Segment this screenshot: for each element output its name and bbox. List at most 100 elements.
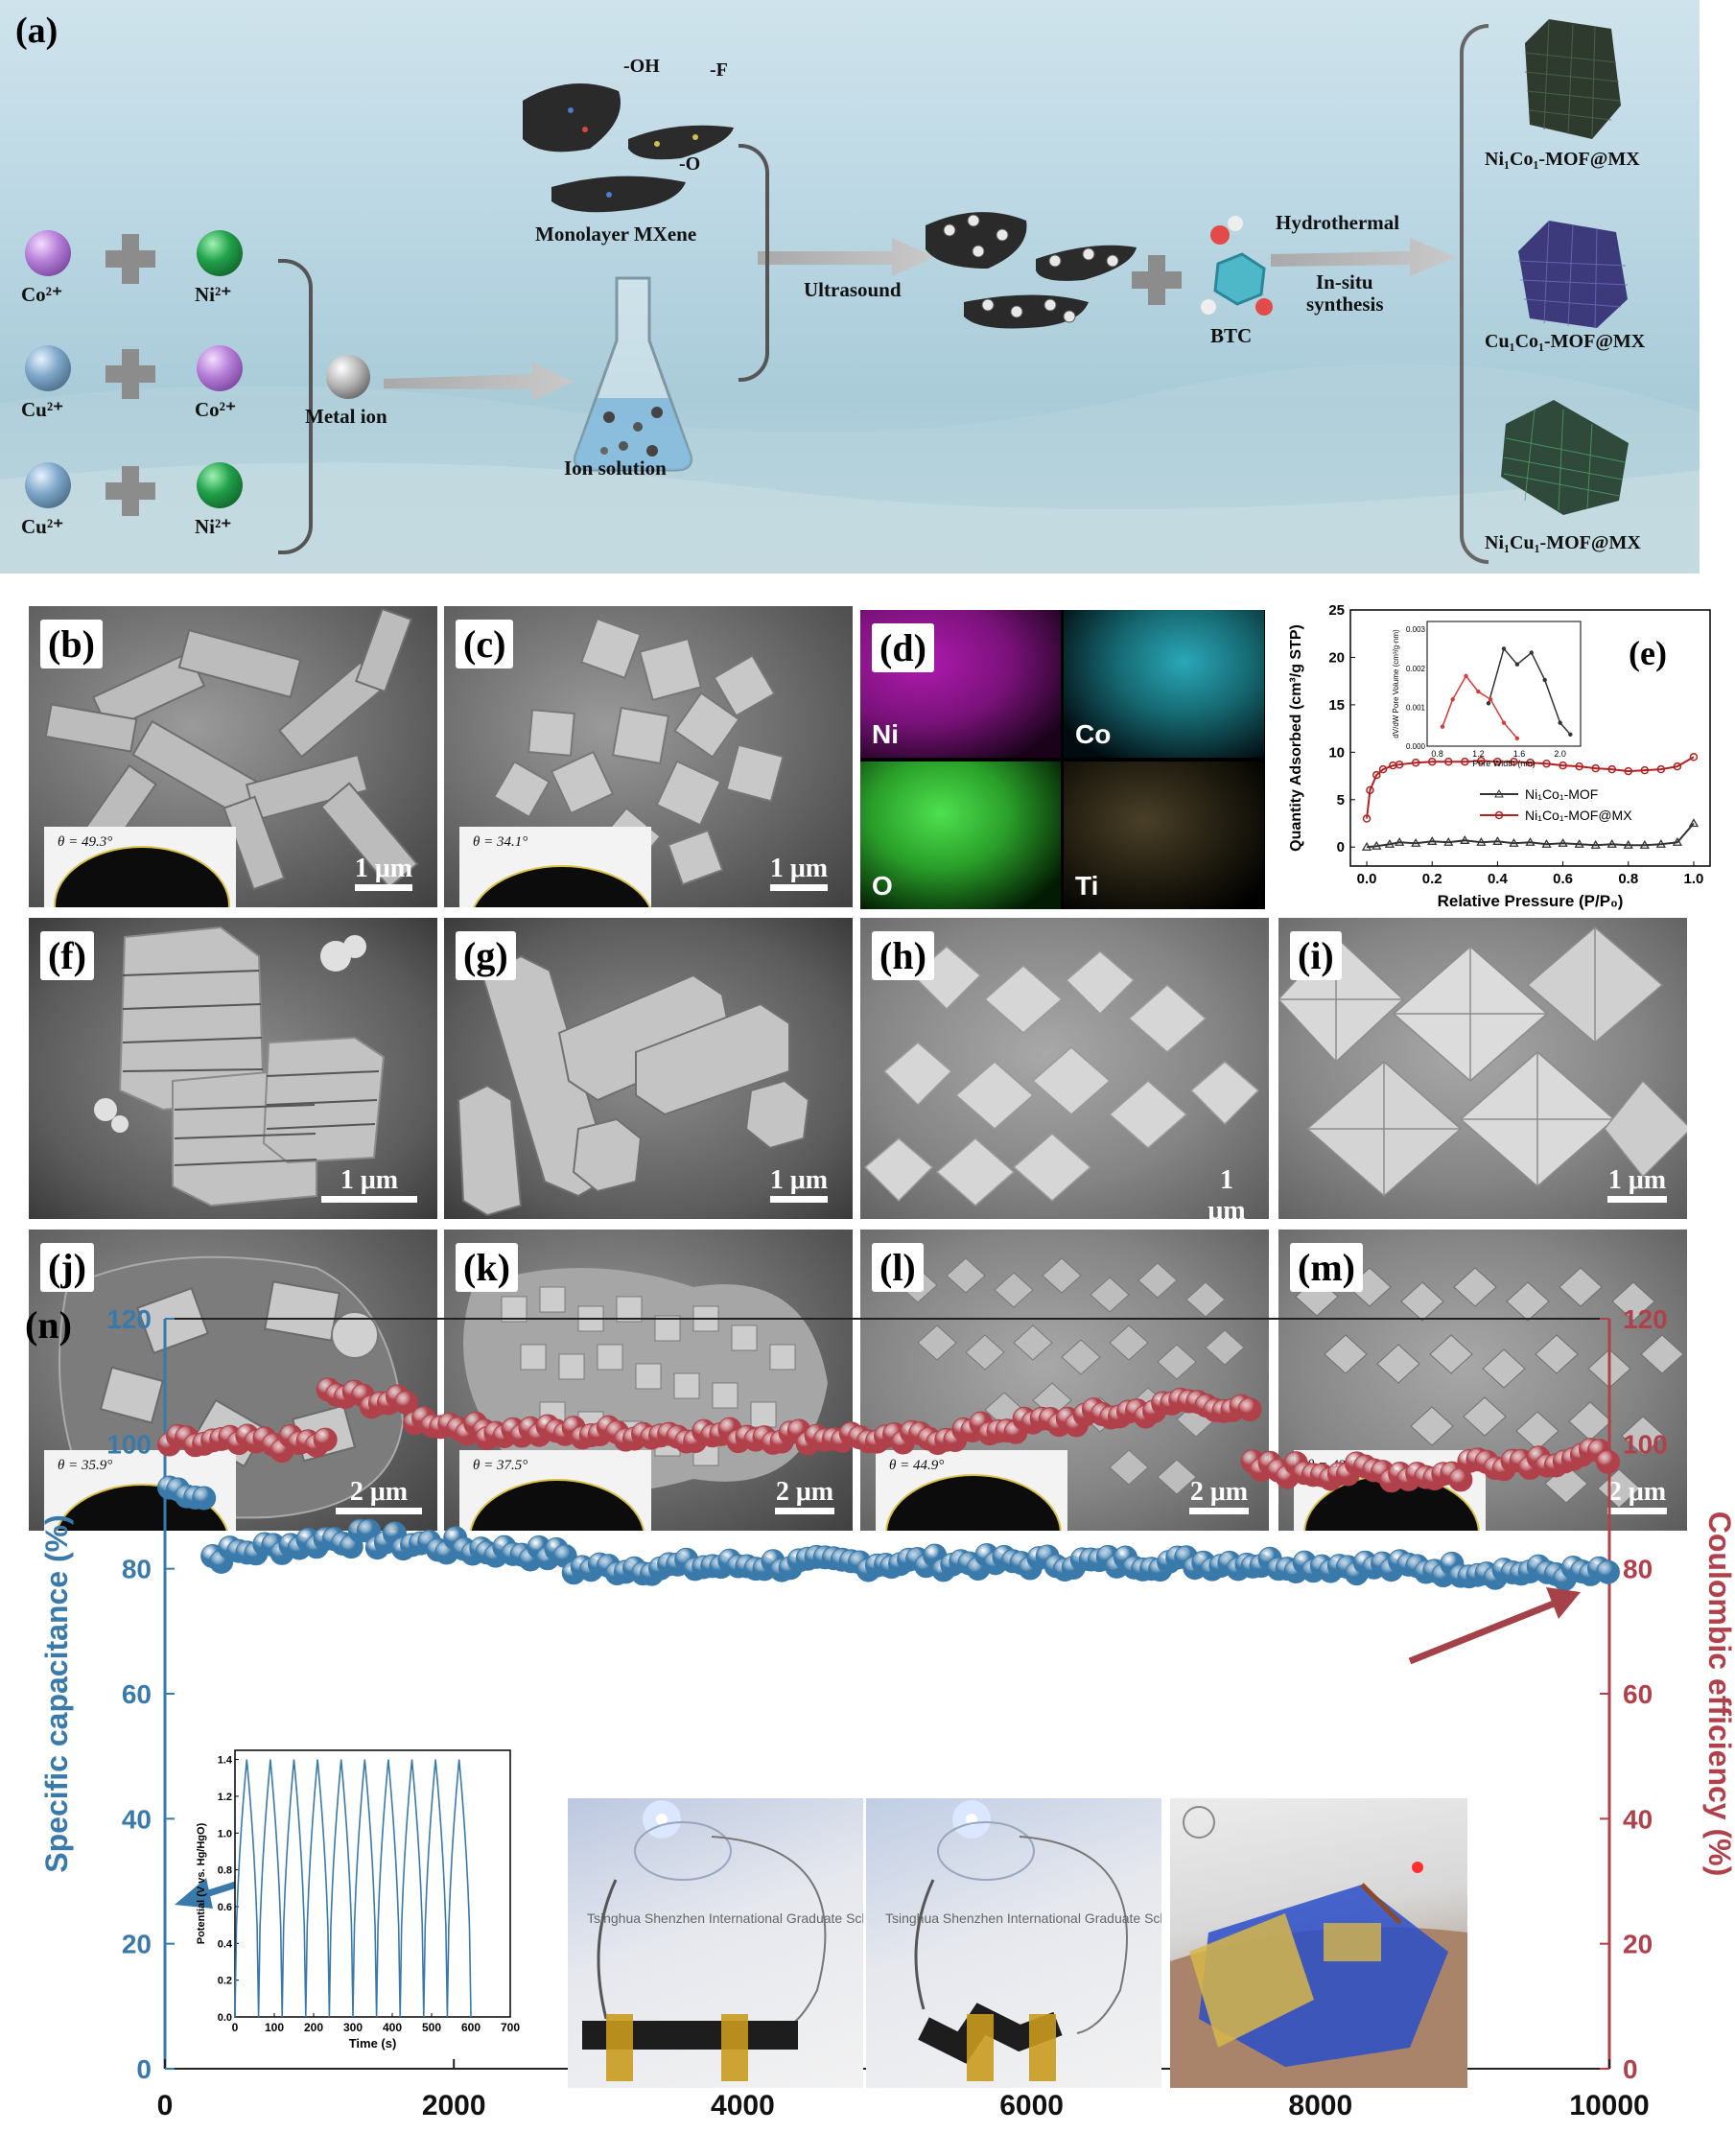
data-point [1526,758,1535,767]
data-point [1411,837,1421,847]
sem-image-l: (l) θ = 44.9° 2 μm [860,1230,1269,1531]
panel-label-e: (e) [1621,631,1675,675]
flask-icon [574,276,692,472]
inset-data-point [1486,701,1491,706]
x-tick-label: 4000 [711,2090,775,2121]
x-tick-label: 0 [157,2090,174,2121]
panel-label-a: (a) [15,11,59,51]
mxene-brace [739,144,769,382]
sem-image-c: (c) θ = 34.1° 1 μm [444,606,853,907]
device-photo-3-drawing [1170,1806,1467,2088]
co-ion-ball [25,230,71,276]
scale-bar: 1 μm [1603,1165,1672,1203]
product-label-cuco: Cu₁Co₁-MOF@MX [1485,331,1646,352]
eds-map-co: Co [1064,610,1264,758]
arrow-hydrothermal [1271,238,1456,276]
product-label-nico: Ni₁Co₁-MOF@MX [1485,149,1640,170]
data-point [1443,836,1454,846]
legend-label: Ni₁Co₁-MOF@MX [1525,808,1632,823]
eds-map-ti: Ti [1064,762,1264,909]
data-point [1362,814,1372,823]
left-y-tick-label: 60 [122,1679,152,1709]
sem-image-i: (i) 1 μm [1278,918,1687,1219]
data-point [1427,757,1437,766]
sem-hex-rods [457,954,810,1217]
droplet [469,865,651,907]
o-group-label: -O [679,153,701,175]
data-point [1624,766,1633,776]
data-point [1493,757,1502,766]
contact-angle-inset: θ = 37.5° [459,1450,651,1531]
contact-angle-value: θ = 37.5° [473,1458,528,1473]
ultrasound-label: Ultrasound [804,278,902,301]
data-point [1655,838,1666,848]
inset-y-tick-label: 0.0 [218,2012,232,2024]
data-point [1525,836,1536,846]
device-photo-1-drawing: Tsinghua Shenzhen International Graduate… [582,1800,863,2081]
data-point [1623,839,1633,849]
sem-image-h: (h) 1 μm [860,918,1269,1219]
inset-frame [1426,621,1582,747]
data-point [1427,835,1438,845]
y-tick-label: 0 [1337,839,1345,855]
metal-ion-label: Metal ion [305,405,387,428]
sem-image-b: (b) θ = 49.3° 1 μm [29,606,437,907]
data-point [1639,839,1650,849]
data-point [1510,757,1518,766]
scale-bar-label: 2 μm [1607,1477,1667,1507]
legend-marker [1494,810,1504,820]
ni-ion-label: Ni²⁺ [195,515,232,538]
x-axis-label: Relative Pressure (P/P₀) [1438,892,1624,910]
x-tick-label: 2000 [422,2090,486,2121]
scale-bar-label: 1 μm [1207,1165,1246,1219]
sem-image-f: (f) 1 μm [29,918,437,1219]
x-tick-label: 0.0 [1357,871,1377,887]
arrow-ultrasound [758,238,935,276]
data-point [1558,837,1568,847]
ni-ion-ball [197,230,243,276]
scale-bar-label: 2 μm [1189,1477,1249,1507]
left-y-tick-label: 80 [122,1555,152,1584]
data-point [394,1390,419,1415]
hydrothermal-label: Hydrothermal [1276,211,1400,234]
scale-bar-label: 1 μm [769,854,829,883]
device-photo-2: Tsinghua Shenzhen International Graduate… [866,1798,1161,2088]
co-ion-label: Co²⁺ [21,283,63,306]
scale-bar-line [770,1196,828,1203]
cuco-mof-crystal-icon [1517,220,1629,329]
data-point [1476,836,1487,846]
plus-icon [1132,255,1182,305]
y-tick-label: 15 [1328,697,1345,714]
inset-x-tick-label: 300 [343,2021,363,2034]
data-point [1607,764,1616,774]
left-y-axis-label: Specific capacitance (%) [39,1514,74,1872]
legend-label: Ni₁Co₁-MOF [1525,786,1598,802]
scale-bar-label: 2 μm [775,1477,834,1507]
left-y-tick-label: 100 [106,1429,152,1459]
right-y-tick-label: 40 [1623,1804,1653,1834]
ni-ion-label: Ni²⁺ [195,283,232,306]
data-point [1689,753,1699,762]
inset-x-label: Time (s) [349,2036,397,2051]
sem-dense-octahedra-2 [1295,1267,1684,1509]
data-point [1688,818,1700,828]
inset-data-point [1529,650,1534,655]
schematic-background-waves [0,238,1700,574]
series-line [1366,822,1695,849]
inset-y-tick-label: 0.000 [1406,742,1426,751]
scale-bar-label: 1 μm [354,854,413,883]
inset-y-tick-label: 0.4 [218,1938,233,1950]
x-tick-label: 8000 [1288,2090,1352,2121]
inset-data-point [1476,689,1481,694]
monolayer-mxene-label: Monolayer MXene [535,223,697,246]
scale-bar-line [355,884,412,891]
scale-bar-label: 1 μm [769,1165,829,1195]
data-point [1574,838,1584,848]
data-point [1384,838,1395,848]
data-point [1411,758,1420,767]
scale-bar: 1 μm [345,854,422,891]
inset-data-point [1514,662,1520,667]
left-y-tick-label: 40 [122,1804,152,1834]
panel-label-h: (h) [872,931,934,980]
